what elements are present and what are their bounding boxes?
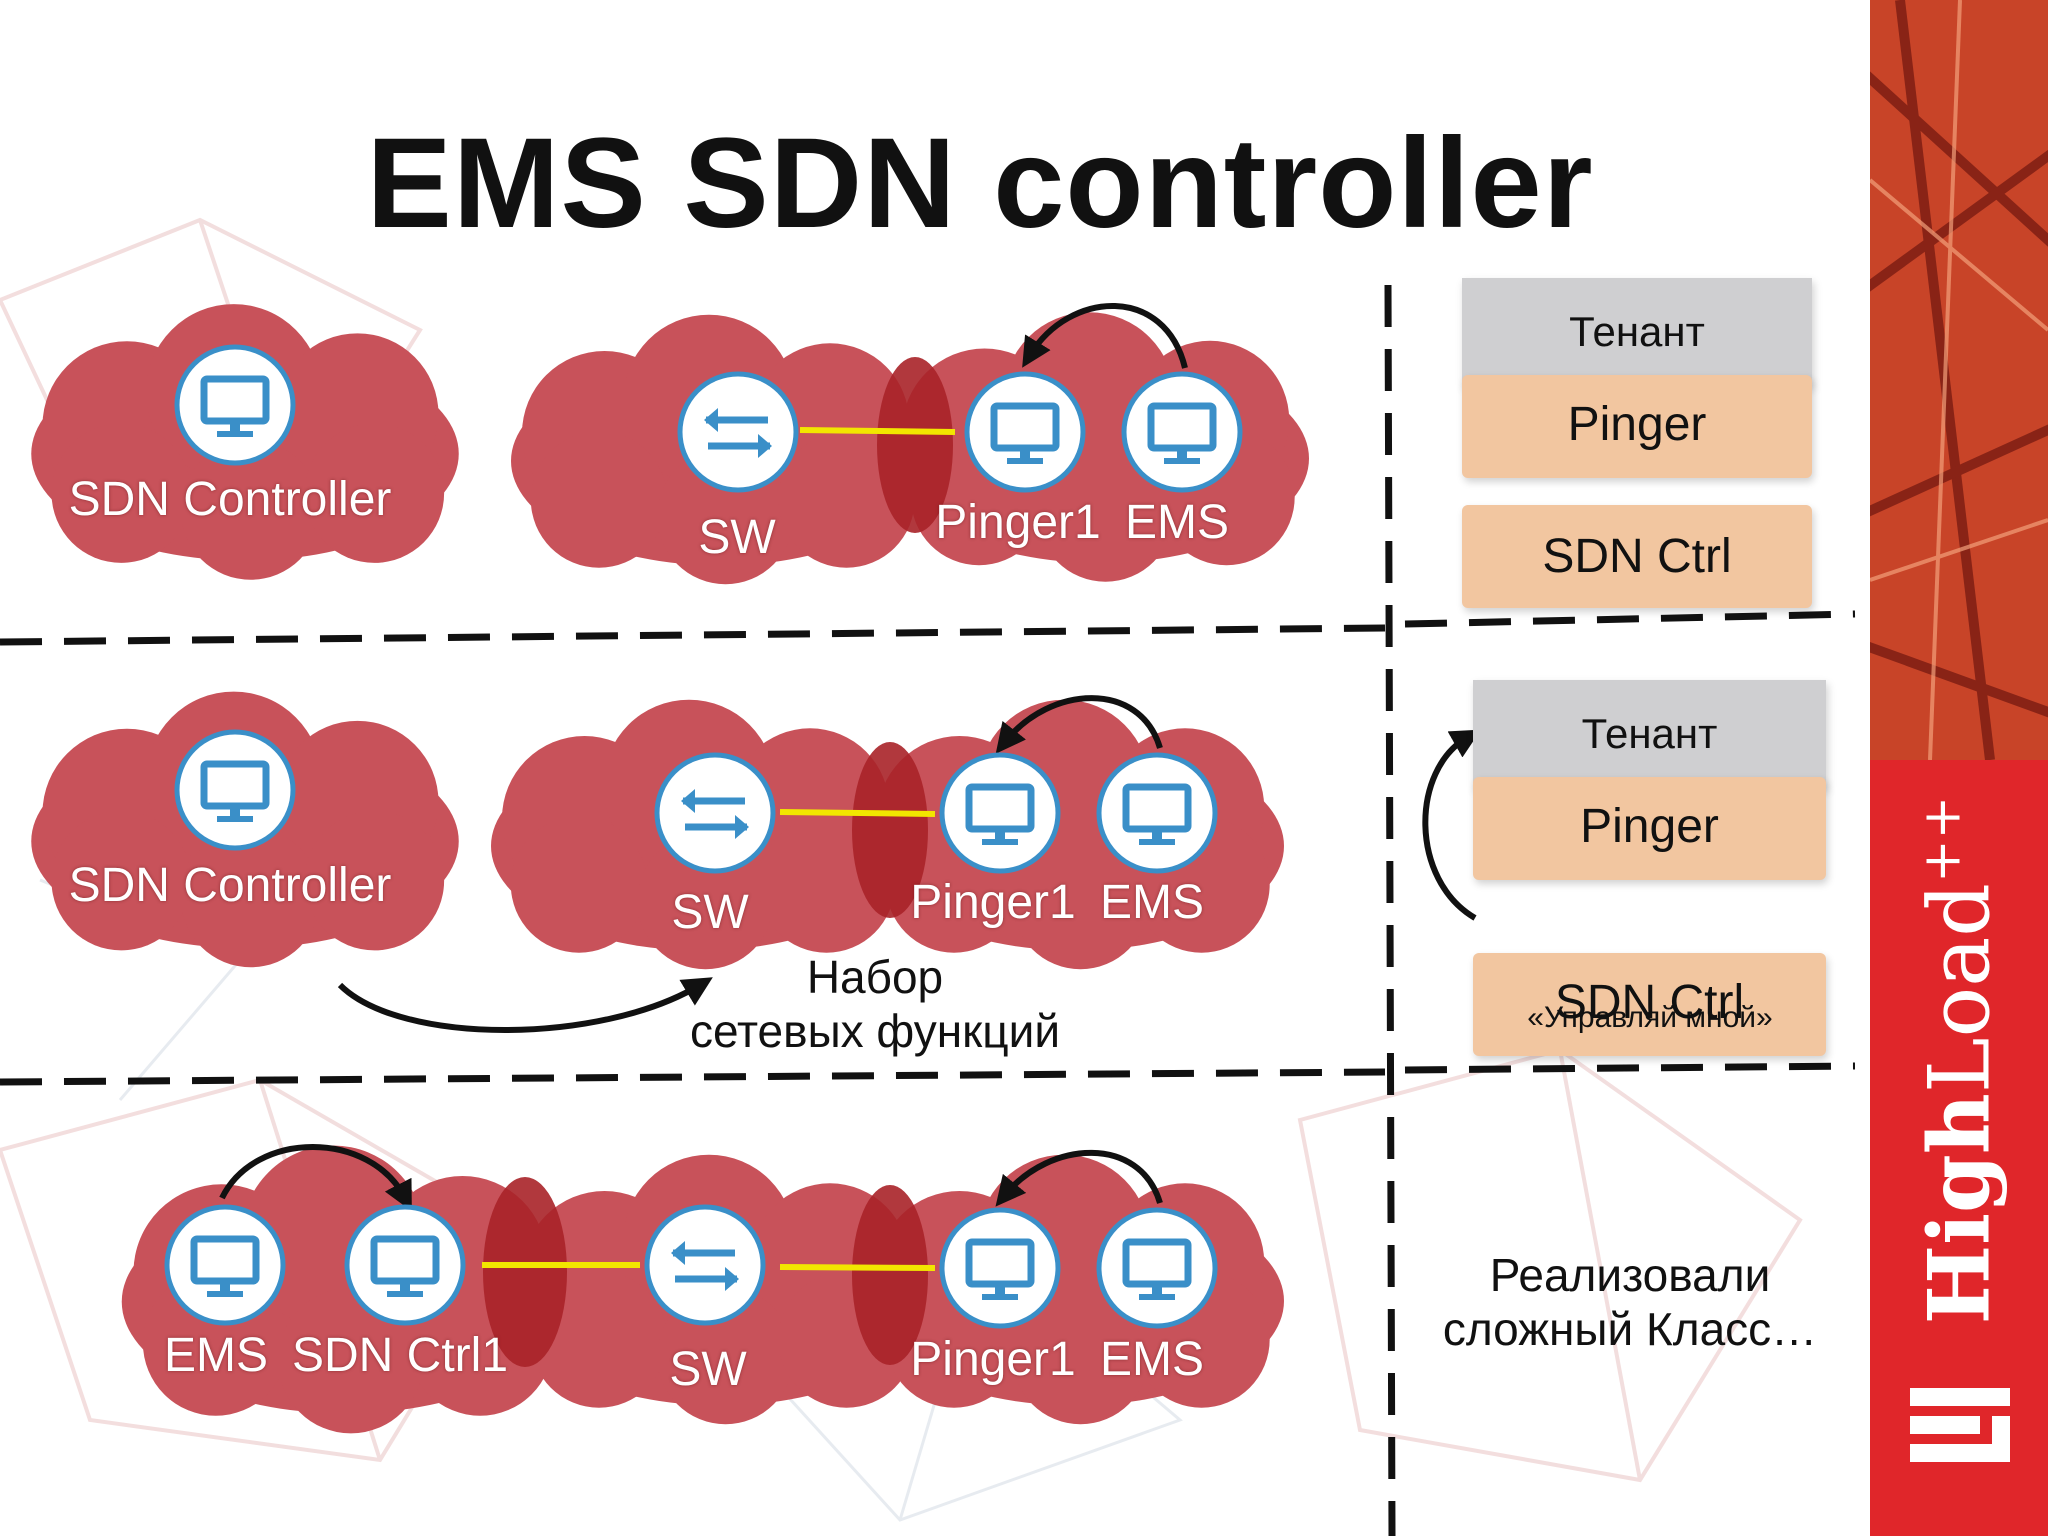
cloud-overlap-3a xyxy=(483,1177,567,1367)
cloud-overlap-2 xyxy=(852,742,928,918)
note-line-2: сетевых функций xyxy=(689,1005,1061,1057)
separator-horizontal-2 xyxy=(0,1062,1856,1086)
switch-icon xyxy=(644,1204,766,1326)
pinger-box-label: Pinger xyxy=(1567,398,1707,451)
monitor-icon xyxy=(174,729,296,851)
pinger-box: Pinger xyxy=(1462,375,1812,478)
link-sw-pinger-1 xyxy=(799,427,956,435)
sw-label: SW xyxy=(671,886,749,939)
tenant-label: Тенант xyxy=(1581,710,1718,757)
sdn-controller-label: SDN Controller xyxy=(68,473,392,526)
arrow-ems-to-pinger-1 xyxy=(1022,303,1188,369)
brand-logo-text: HighLoad++ xyxy=(1910,796,2009,1324)
tenant-box: Тенант xyxy=(1462,278,1812,386)
monitor-icon xyxy=(1096,1207,1218,1329)
monitor-icon xyxy=(939,752,1061,874)
brand-strip: HighLoad++ xyxy=(1870,0,2048,1536)
pinger-box-label: Pinger xyxy=(1580,800,1719,853)
sdn-ctrl-box-label: SDN Ctrl xyxy=(1542,530,1732,583)
manage-me-overlay: «Управляй мной» xyxy=(1527,1001,1773,1034)
diagram xyxy=(0,284,1856,1536)
monitor-icon xyxy=(939,1207,1061,1329)
ems-label: EMS xyxy=(1099,876,1205,929)
tenant-label: Тенант xyxy=(1569,308,1705,355)
sw-label: SW xyxy=(669,1343,747,1396)
cloud-overlap-1 xyxy=(877,357,953,533)
monitor-icon xyxy=(964,371,1086,493)
sdn-ctrl-box: SDN Ctrl xyxy=(1473,953,1826,1056)
pinger-label: Pinger1 xyxy=(910,1333,1076,1386)
brand-name-load: Load xyxy=(1910,882,2009,1094)
monitor-icon xyxy=(344,1204,466,1326)
sdn-ctrl-box: SDN Ctrl xyxy=(1462,505,1812,608)
sdn-ctrl-box-label: SDN Ctrl xyxy=(1554,976,1745,1029)
monitor-icon xyxy=(164,1204,286,1326)
sdn-controller-label: SDN Controller xyxy=(68,859,392,912)
separator-vertical xyxy=(1384,284,1396,1536)
pinger-label: Pinger1 xyxy=(935,496,1101,549)
brand-suffix: ++ xyxy=(1912,795,1973,883)
switch-icon xyxy=(654,752,776,874)
arrow-ctrl-to-tenant xyxy=(1422,729,1482,921)
network-functions-note: Набор сетевых функций xyxy=(640,950,1110,1058)
brand-decoration xyxy=(1870,0,2048,1536)
ems-label: EMS xyxy=(1124,496,1230,549)
switch-icon xyxy=(677,371,799,493)
arrow-ems-to-pinger-3 xyxy=(995,1149,1163,1207)
monitor-icon xyxy=(174,344,296,466)
ems-label: EMS xyxy=(163,1329,269,1382)
slide-title: EMS SDN controller xyxy=(366,112,1594,255)
result-note: Реализовали сложный Класс… xyxy=(1400,1248,1860,1356)
note-line-1: Набор xyxy=(806,951,944,1003)
pinger-box: Pinger xyxy=(1473,777,1826,880)
link-sw-pinger-3 xyxy=(779,1264,936,1271)
monitor-icon xyxy=(1096,752,1218,874)
monitor-icon xyxy=(1121,371,1243,493)
separator-horizontal-1 xyxy=(0,610,1856,646)
cloud-overlap-3b xyxy=(852,1185,928,1365)
result-line-1: Реализовали xyxy=(1489,1249,1771,1301)
pinger-label: Pinger1 xyxy=(910,876,1076,929)
brand-name-high: High xyxy=(1909,1093,2009,1325)
tenant-box: Тенант xyxy=(1473,680,1826,788)
arrow-controller-to-sw xyxy=(337,977,713,1033)
sdn-ctrl-label: SDN Ctrl1 xyxy=(291,1329,509,1382)
sw-label: SW xyxy=(698,511,776,564)
link-sw-pinger-2 xyxy=(779,809,936,817)
ems-label: EMS xyxy=(1099,1333,1205,1386)
arrow-ems-to-pinger-2 xyxy=(995,695,1163,754)
arrow-ems-to-ctrl-3 xyxy=(219,1144,412,1212)
result-line-2: сложный Класс… xyxy=(1442,1303,1818,1355)
